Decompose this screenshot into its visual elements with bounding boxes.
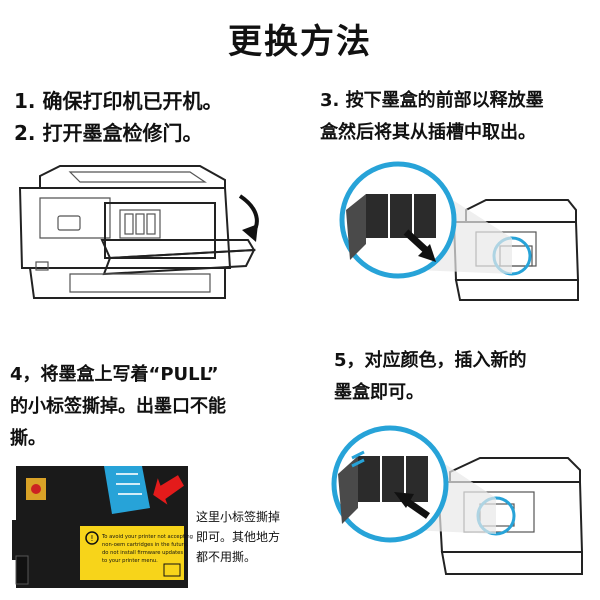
note-line-1: 这里小标签撕掉 (196, 510, 281, 524)
cartridge-illustration: ! To avoid your printer not accepting no… (12, 466, 193, 588)
step-2-text: 2. 打开墨盒检修门。 (14, 121, 203, 145)
step-1-text: 1. 确保打印机已开机。 (14, 89, 223, 113)
svg-text:!: ! (90, 534, 93, 543)
label-line-4: to your printer menu. (102, 558, 158, 564)
label-line-1: To avoid your printer not accepting (101, 534, 193, 540)
label-line-3: do not install firmware updates (102, 550, 183, 556)
page-title: 更换方法 (228, 22, 372, 62)
note-line-2: 即可。其他地方 (196, 530, 281, 544)
step-5-text-line2: 墨盒即可。 (334, 382, 424, 403)
remove-cartridge-illustration (339, 161, 580, 301)
step-3-text-line1: 3. 按下墨盒的前部以释放墨 (320, 90, 544, 111)
pull-tab (104, 466, 150, 514)
step-4-text-line1: 4，将墨盒上写着“PULL” (10, 364, 219, 385)
red-arrow-icon (153, 475, 184, 505)
step-3-text-line2: 盒然后将其从插槽中取出。 (320, 122, 536, 143)
step-4-text-line2: 的小标签撕掉。出墨口不能 (10, 396, 226, 417)
insert-cartridge-illustration (331, 425, 584, 575)
step-5-text-line1: 5，对应颜色，插入新的 (334, 350, 527, 371)
label-line-2: non-oem cartridges in the future, (102, 542, 189, 548)
step-4-text-line3: 撕。 (10, 428, 46, 449)
note-line-3: 都不用撕。 (196, 550, 257, 564)
printer-open-door-illustration (18, 165, 259, 299)
